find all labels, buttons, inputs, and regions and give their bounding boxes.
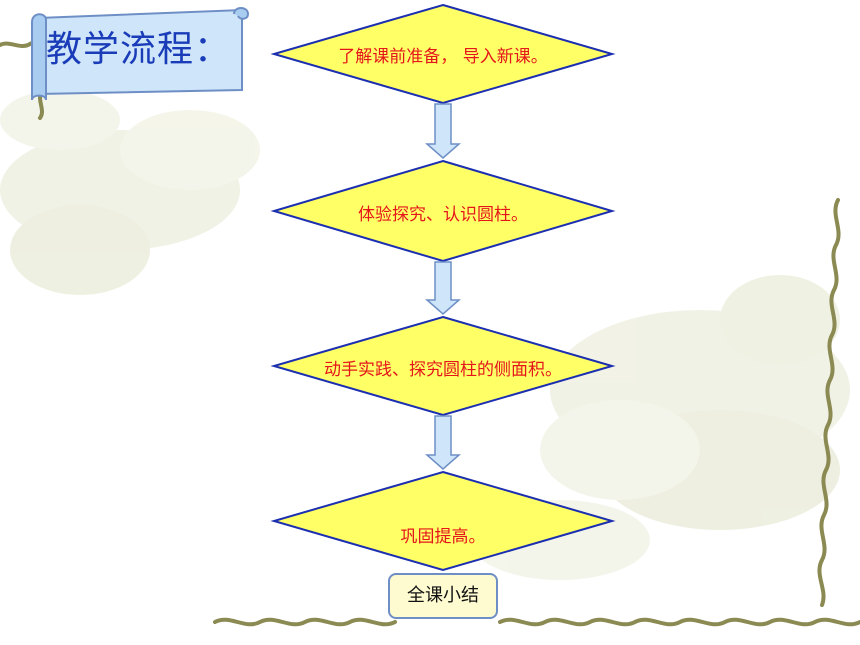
flower-watermark-top-left — [0, 90, 260, 295]
step-1-label: 了解课前准备， 导入新课。 — [338, 47, 548, 67]
diamond-step-1 — [270, 3, 616, 105]
diamond-step-3 — [270, 315, 616, 417]
step-3-label: 动手实践、探究圆柱的侧面积。 — [324, 360, 562, 380]
down-arrow-2 — [425, 261, 461, 315]
diamond-step-2 — [270, 159, 616, 263]
summary-box — [388, 573, 498, 619]
down-arrow-1 — [425, 103, 461, 159]
vine-border-right — [817, 198, 841, 607]
vine-border-bottom — [213, 617, 860, 627]
title-scroll-banner — [31, 7, 250, 100]
step-2-label: 体验探究、认识圆柱。 — [358, 205, 528, 225]
down-arrow-3 — [425, 415, 461, 470]
summary-label: 全课小结 — [407, 585, 479, 606]
step-4-label: 巩固提高。 — [400, 527, 486, 547]
page-title: 教学流程： — [46, 29, 232, 70]
diamond-step-4 — [270, 470, 616, 572]
